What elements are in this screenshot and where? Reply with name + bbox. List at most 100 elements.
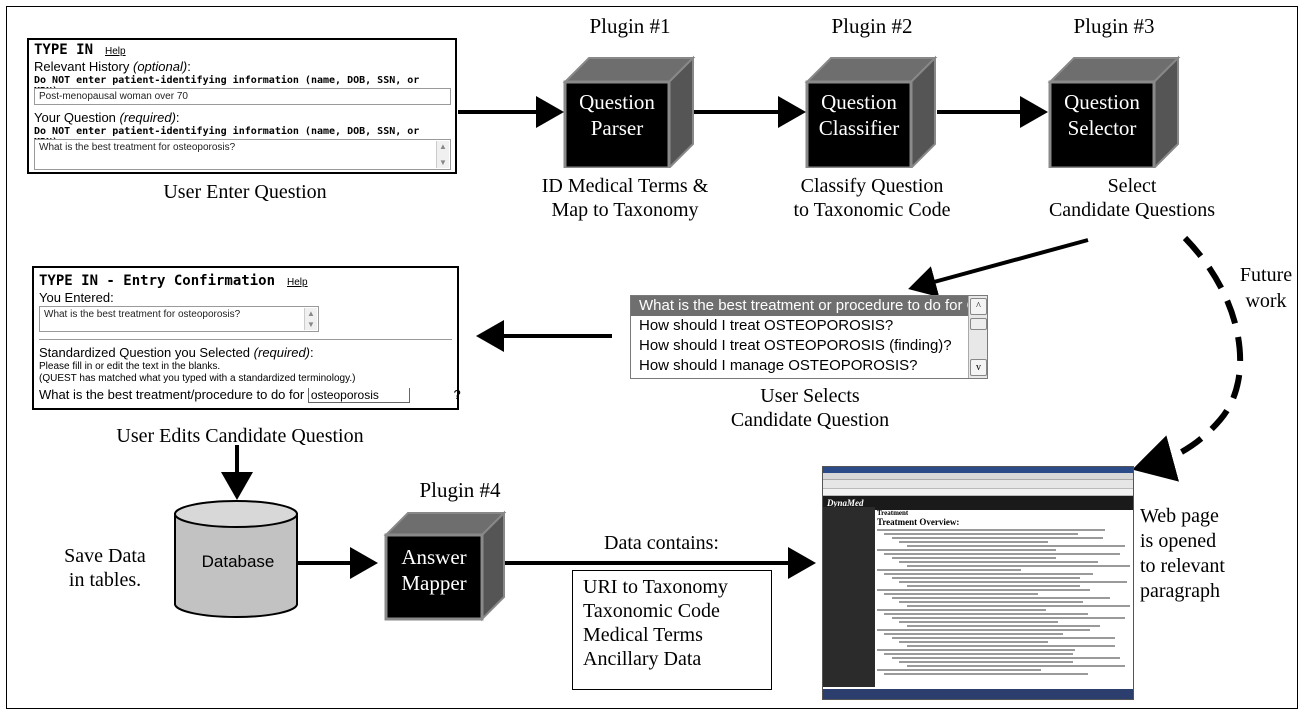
- cube-label-line2: Selector: [1067, 116, 1137, 140]
- webpage-caption-line1: Web page: [1140, 505, 1219, 527]
- question-scrollbar[interactable]: ▲ ▼: [436, 141, 449, 168]
- blank-input[interactable]: osteoporosis: [307, 388, 410, 403]
- list-item[interactable]: How should I manage OSTEOPOROSIS?: [639, 357, 918, 374]
- plugin-1-caption: ID Medical Terms & Map to Taxonomy: [500, 174, 750, 222]
- entered-question-text: What is the best treatment for osteoporo…: [44, 309, 241, 320]
- list-item[interactable]: What is the best treatment or procedure …: [631, 296, 987, 316]
- candidate-question-list[interactable]: What is the best treatment or procedure …: [630, 295, 988, 379]
- text-line: [877, 529, 1106, 531]
- future-work-line1: Future: [1239, 264, 1293, 286]
- answer-mapper-cube: Answer Mapper: [380, 505, 530, 625]
- standardized-question: What is the best treatment/procedure to …: [39, 387, 461, 403]
- arrow-future-work: [1132, 235, 1244, 482]
- text-line: [891, 557, 1056, 559]
- database-caption-line1: Save Data: [64, 545, 146, 567]
- database-caption-line2: in tables.: [68, 569, 142, 591]
- plugin-4-title: Plugin #4: [419, 478, 501, 502]
- scroll-down-icon[interactable]: ▼: [307, 320, 315, 329]
- text-line: [899, 661, 1073, 663]
- plugin-2-caption: Classify Question to Taxonomic Code: [752, 174, 992, 222]
- list-scrollbar[interactable]: ^ v: [968, 296, 987, 378]
- data-items-box: URI to Taxonomy Taxonomic Code Medical T…: [572, 570, 772, 690]
- cube-label-line1: Answer: [401, 545, 467, 569]
- data-item: Taxonomic Code: [583, 600, 720, 622]
- content-text-lines: [877, 529, 1130, 675]
- text-line: [906, 565, 1130, 567]
- text-line: [877, 669, 1041, 671]
- question-classifier-cube: Question Classifier: [797, 48, 957, 168]
- list-item[interactable]: How should I treat OSTEOPOROSIS?: [639, 317, 894, 334]
- text-line: [899, 541, 1049, 543]
- plugin-3-caption-line2: Candidate Questions: [1048, 199, 1216, 221]
- content-subheading: Treatment Overview:: [877, 517, 960, 527]
- chevron-up-icon[interactable]: ^: [970, 298, 987, 315]
- cube-label-line2: Classifier: [818, 116, 900, 140]
- list-caption-line2: Candidate Question: [730, 409, 890, 431]
- question-mark: ?: [453, 387, 461, 402]
- text-line: [906, 585, 1081, 587]
- text-line: [877, 569, 1021, 571]
- scroll-up-icon[interactable]: ▲: [439, 142, 447, 151]
- list-caption: User Selects Candidate Question: [700, 384, 920, 432]
- text-line: [891, 657, 1121, 659]
- entered-scrollbar[interactable]: ▲ ▼: [304, 308, 317, 330]
- text-line: [884, 553, 1121, 555]
- plugin-1-caption-line2: Map to Taxonomy: [551, 199, 699, 221]
- site-sidebar: [823, 507, 875, 687]
- plugin-3-title: Plugin #3: [1073, 14, 1155, 38]
- cube-label-line1: Question: [821, 90, 897, 114]
- cube-label-line1: Question: [579, 90, 655, 114]
- text-line: [899, 641, 1049, 643]
- plugin-2-title: Plugin #2: [831, 14, 913, 38]
- cube-shape: [383, 510, 507, 622]
- data-contains-label: Data contains:: [604, 532, 719, 554]
- cube-label-line2: Parser: [590, 116, 644, 140]
- data-item: Ancillary Data: [583, 648, 702, 670]
- text-line: [906, 605, 1130, 607]
- plugin-1-title: Plugin #1: [589, 14, 671, 38]
- instructions-line2: (QUEST has matched what you typed with a…: [39, 373, 356, 384]
- text-line: [899, 621, 1059, 623]
- webpage-caption-line2: is opened: [1140, 530, 1217, 552]
- scroll-down-icon[interactable]: ▼: [439, 158, 447, 167]
- cube-shape: [1047, 55, 1181, 168]
- text-line: [877, 649, 1076, 651]
- text-line: [891, 617, 1125, 619]
- browser-status-bar: [823, 689, 1133, 699]
- content-heading: Treatment: [877, 509, 909, 517]
- question-input[interactable]: What is the best treatment for osteoporo…: [34, 139, 451, 170]
- webpage-caption-line3: to relevant: [1140, 555, 1225, 577]
- data-item: URI to Taxonomy: [583, 576, 728, 598]
- text-line: [877, 609, 1046, 611]
- text-line: [884, 573, 1093, 575]
- browser-address-bar: [823, 489, 1133, 496]
- scroll-thumb[interactable]: [970, 318, 987, 330]
- history-label: Relevant History (optional):: [34, 59, 191, 74]
- question-selector-cube: Question Selector: [1040, 48, 1200, 168]
- chevron-down-icon[interactable]: v: [970, 359, 987, 376]
- plugin-2-caption-line1: Classify Question: [800, 175, 944, 197]
- help-link[interactable]: Help: [287, 277, 308, 288]
- text-line: [877, 589, 1091, 591]
- list-item[interactable]: How should I treat OSTEOPOROSIS (finding…: [639, 337, 952, 354]
- history-input[interactable]: Post-menopausal woman over 70: [34, 88, 451, 105]
- scroll-up-icon[interactable]: ▲: [307, 309, 315, 318]
- site-content: Treatment Treatment Overview:: [877, 509, 1130, 687]
- entered-question-field: What is the best treatment for osteoporo…: [39, 306, 319, 332]
- plugin-2-caption-line2: to Taxonomic Code: [793, 199, 951, 221]
- cube-shape: [804, 55, 938, 168]
- divider: [39, 339, 452, 340]
- future-work-label: Future work: [1236, 262, 1296, 314]
- database-caption: Save Data in tables.: [50, 544, 160, 592]
- text-line: [884, 593, 1039, 595]
- future-work-line2: work: [1245, 290, 1287, 312]
- entry-caption: User Enter Question: [163, 181, 327, 203]
- webpage-screenshot: DynaMed Treatment Treatment Overview:: [822, 466, 1134, 700]
- text-line: [891, 577, 1081, 579]
- help-link[interactable]: Help: [105, 46, 126, 57]
- text-line: [891, 597, 1111, 599]
- text-line: [906, 625, 1101, 627]
